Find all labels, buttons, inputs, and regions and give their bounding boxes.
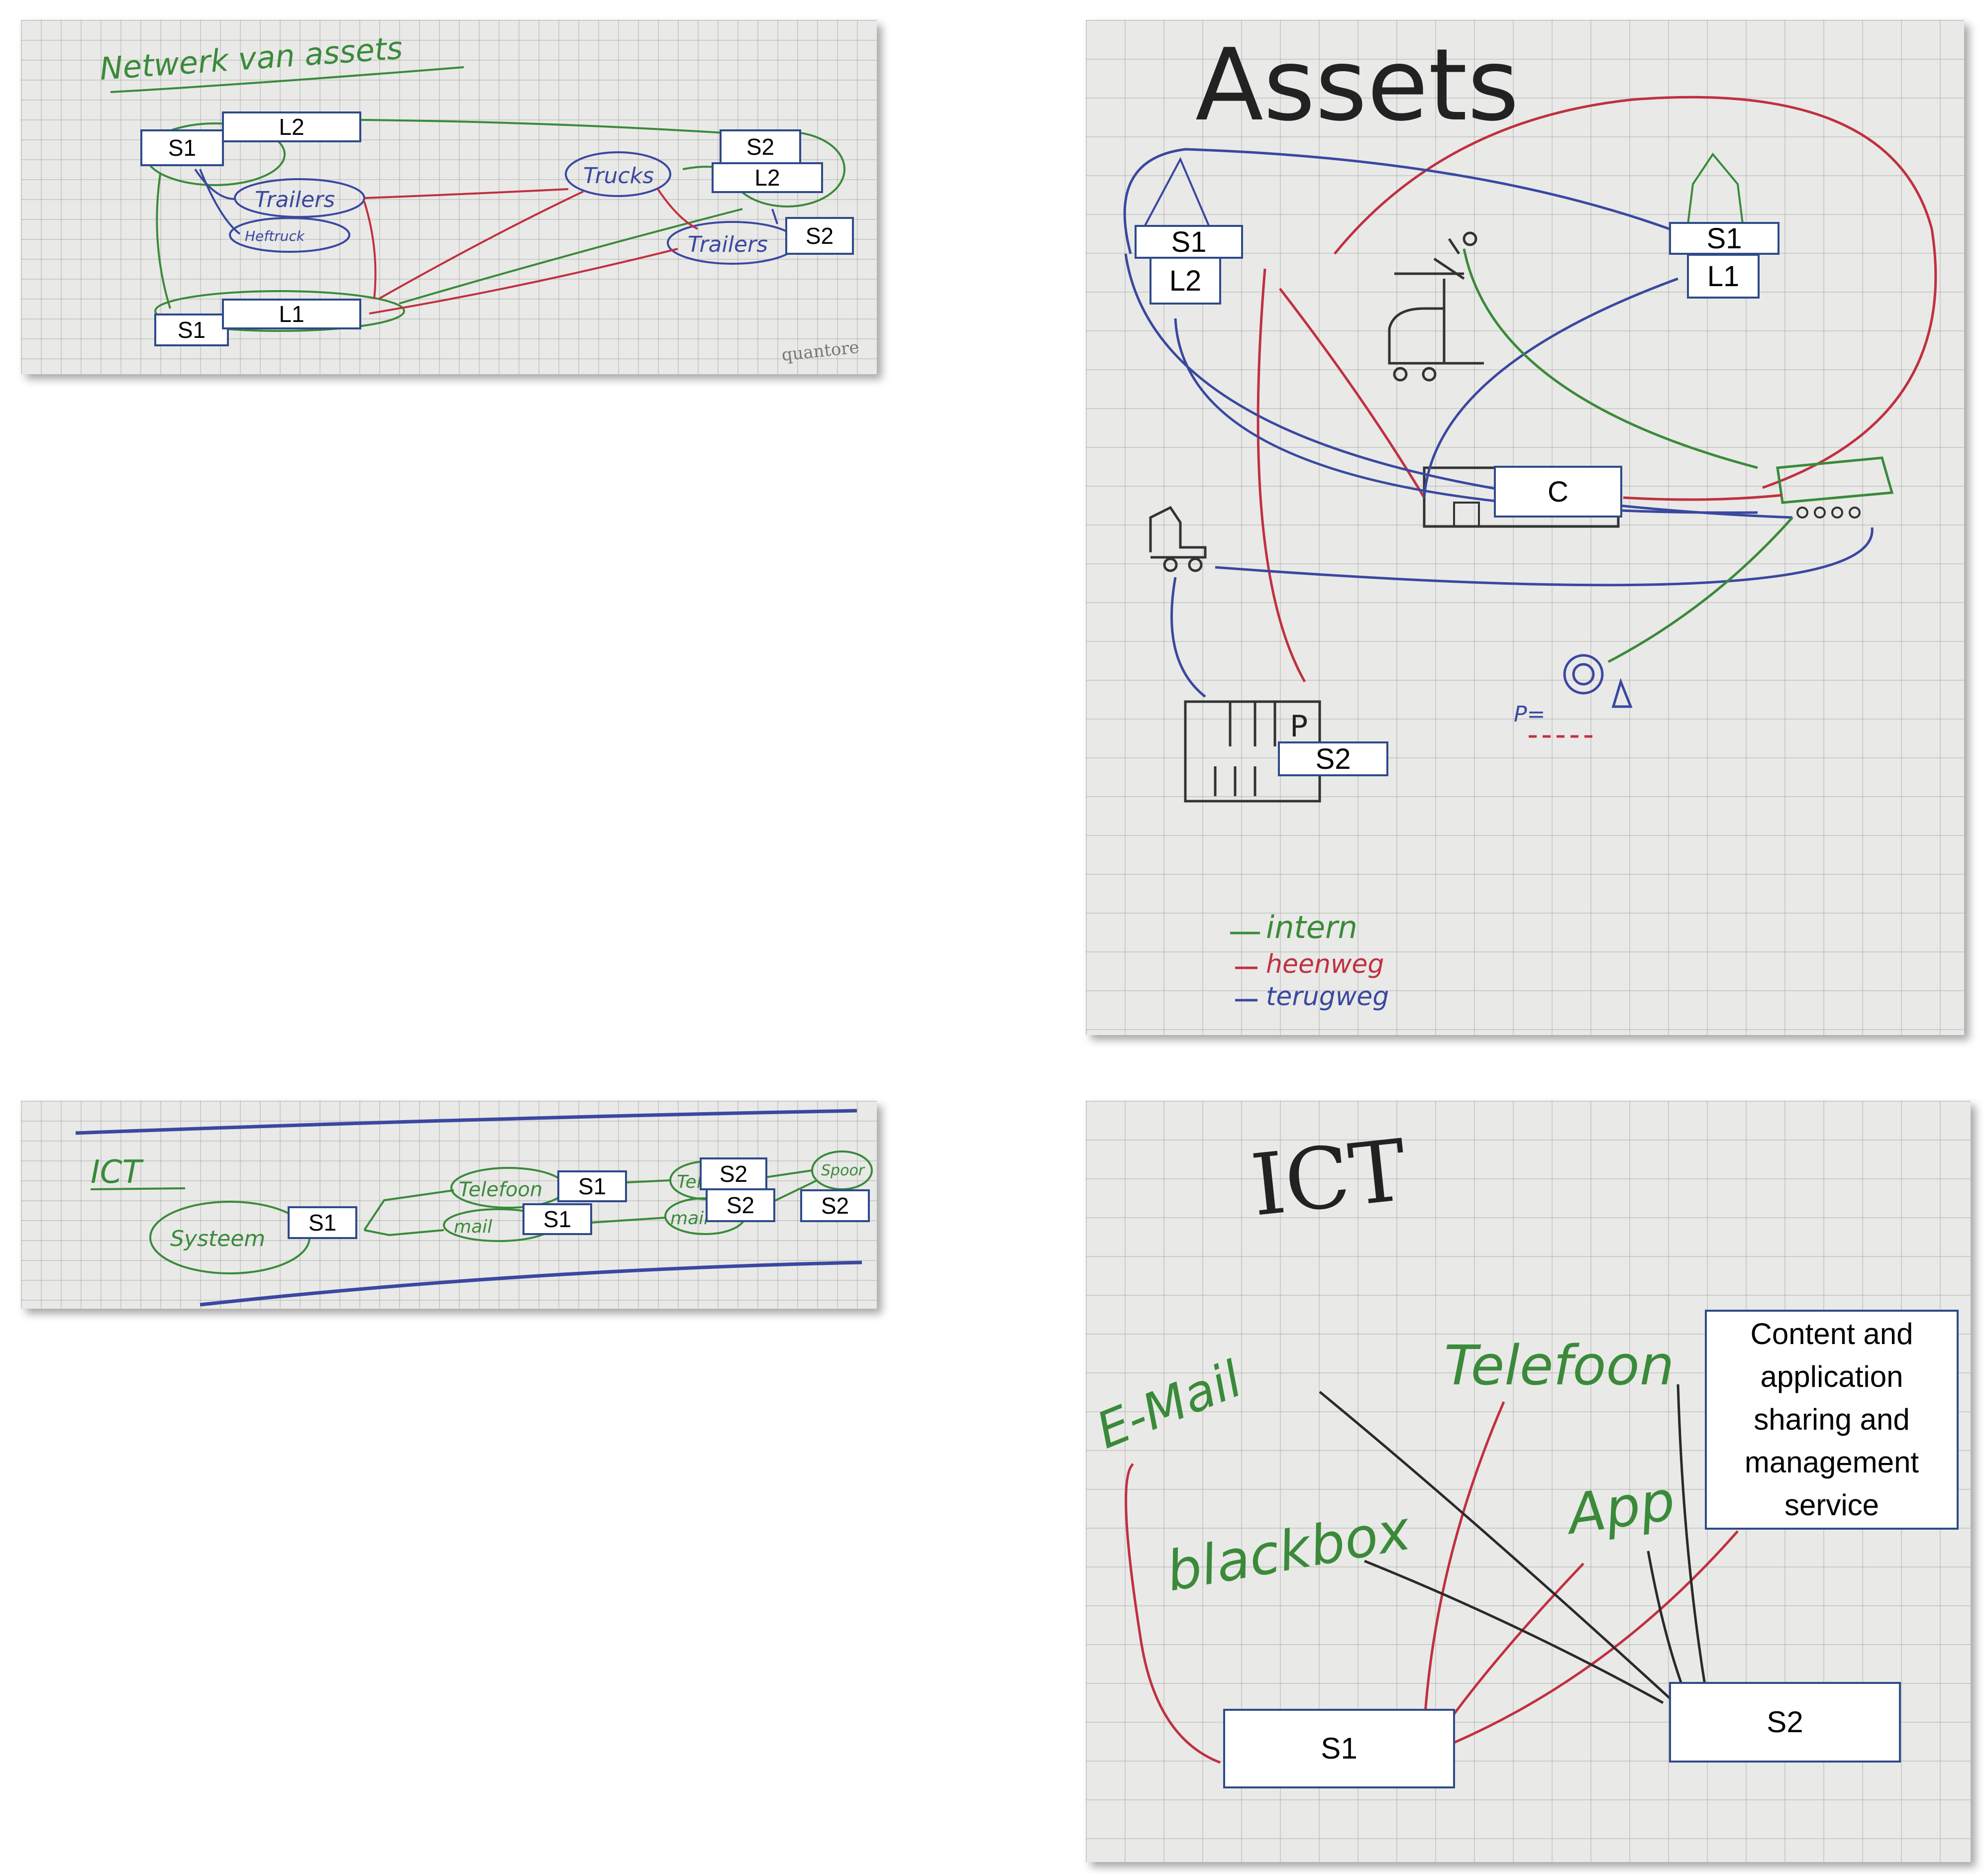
line-blue-bottom [200, 1260, 862, 1307]
node-tel-text: Tel [677, 1172, 702, 1192]
oval-s1-bottom [154, 290, 405, 332]
arrow-blue-top [1123, 148, 1683, 254]
title-assets: Assets [1195, 27, 1519, 143]
arrow-red-loop [1334, 96, 1937, 489]
link-red-trailers-s1 [363, 201, 377, 299]
node-spoor-text: Spoor [821, 1162, 865, 1179]
link-red-trailers-trucks [364, 188, 569, 199]
legend-terugweg: terugweg [1266, 982, 1389, 1012]
word-app: App [1561, 1468, 1679, 1547]
word-email: E-Mail [1088, 1350, 1250, 1460]
label-s1-bottom: S1 [154, 313, 229, 346]
legend-heenweg: heenweg [1266, 949, 1384, 979]
arrow-blue-c-l1 [1423, 277, 1678, 498]
line-red-email-s1 [1125, 1463, 1221, 1764]
label-s2-tel: S2 [700, 1157, 767, 1190]
label-l1-bottom: L1 [222, 299, 361, 329]
label-s2-mail: S2 [706, 1188, 775, 1222]
line-red-telefoon-s1 [1423, 1401, 1505, 1728]
label-s1-systeem: S1 [288, 1206, 357, 1239]
label-s2: S2 [1669, 1682, 1901, 1763]
node-mail-right-text: mail [670, 1208, 709, 1229]
label-c: C [1494, 466, 1622, 518]
arrow-red-parking-s1 [1256, 268, 1306, 683]
link-red-s1-trailers-right [369, 248, 678, 314]
link-blue-s1-heftruck [199, 169, 241, 235]
line-dark-app-s2 [1647, 1551, 1684, 1688]
label-s2-right: S2 [720, 129, 801, 164]
label-s1-mail: S1 [523, 1203, 592, 1235]
tree-left-icon [1139, 157, 1212, 235]
label-s2-trailers: S2 [785, 217, 854, 255]
line-dark-telefoon-s2 [1676, 1384, 1707, 1688]
line-blue-top [75, 1109, 857, 1135]
word-blackbox: blackbox [1161, 1498, 1416, 1603]
sign-p-text: P= [1514, 702, 1545, 727]
label-l2-left: L2 [1150, 257, 1221, 305]
label-l2-right: L2 [712, 162, 823, 193]
line-dark-blackbox-s2 [1364, 1560, 1664, 1704]
tree-right-icon [1686, 152, 1744, 225]
legend-intern: intern [1266, 909, 1358, 945]
forklift-icon [1388, 231, 1484, 382]
ict-drawing: ICT E-Mail Telefoon blackbox App [1088, 1121, 1739, 1764]
label-content-box: Content and application sharing and mana… [1705, 1310, 1959, 1530]
panel-assets: Assets [1086, 20, 1964, 1035]
line-dark-email-s2 [1319, 1391, 1684, 1711]
building-door-icon [1453, 502, 1480, 526]
label-s1-top: S1 [140, 129, 224, 166]
link-red-trucks-trailers [657, 188, 698, 230]
parking-p-text: P [1290, 709, 1308, 744]
assets-drawing: Assets [1123, 27, 1937, 1012]
link-green-left [156, 174, 171, 309]
oval-trucks [565, 151, 671, 197]
node-mail-text: mail [454, 1217, 492, 1237]
truck-left-icon [1149, 506, 1207, 572]
arrow-blue-truck-left [1215, 527, 1874, 587]
roundabout-icon [1563, 654, 1633, 708]
label-l2-top: L2 [222, 111, 361, 142]
arrow-red-c-s1 [1279, 288, 1426, 499]
node-trailers-right-text: Trailers [688, 232, 768, 257]
line-red-content-s1 [1453, 1530, 1739, 1744]
title-ict: ICT [1247, 1121, 1411, 1235]
title-netwerk-van-assets: Netwerk van assets [99, 30, 404, 87]
panel-network-of-assets: Netwerk van assets Trailers Heftruck Tru… [21, 20, 877, 374]
title-ict-underline [90, 1187, 186, 1190]
network-drawing: Netwerk van assets Trailers Heftruck Tru… [99, 30, 860, 365]
link-red-s1-trucks [379, 191, 584, 300]
arrow-blue-truck-parking [1170, 577, 1206, 698]
panel-ict-network: ICT Systeem Telefoon mail Tel mail Spoor… [21, 1101, 877, 1309]
label-s2: S2 [1278, 741, 1388, 776]
link-blue-s1-trailers [194, 168, 235, 200]
truck-right-icon [1776, 456, 1894, 504]
watermark-quantore: quantore [781, 337, 860, 365]
node-telefoon-text: Telefoon [459, 1178, 542, 1201]
node-heftruck-text: Heftruck [245, 228, 306, 244]
link-green-diagonal [399, 208, 743, 305]
links-systeem [363, 1189, 454, 1237]
label-s1-left: S1 [1135, 225, 1243, 259]
node-trucks-text: Trucks [583, 163, 654, 189]
arrow-green-truck-roundabout [1607, 517, 1793, 663]
arrow-green-forklift-truck [1463, 248, 1758, 469]
title-underline [110, 66, 464, 93]
label-s1: S1 [1223, 1709, 1455, 1788]
label-l1-right: L1 [1687, 254, 1760, 299]
panel-ict: ICT E-Mail Telefoon blackbox App Content… [1086, 1101, 1971, 1862]
word-telefoon: Telefoon [1444, 1334, 1674, 1397]
arrow-red-truck-c [1623, 494, 1783, 501]
node-trailers-text: Trailers [255, 187, 335, 212]
line-red-app-s1 [1443, 1562, 1584, 1729]
link-blue-s2-trailers [771, 208, 778, 224]
title-ict-small: ICT [91, 1154, 144, 1191]
legend: intern heenweg terugweg [1230, 909, 1389, 1012]
label-s2-right: S2 [800, 1189, 870, 1222]
label-s1-right: S1 [1669, 222, 1779, 255]
label-s1-telefoon: S1 [557, 1170, 627, 1202]
node-systeem-text: Systeem [170, 1226, 265, 1251]
